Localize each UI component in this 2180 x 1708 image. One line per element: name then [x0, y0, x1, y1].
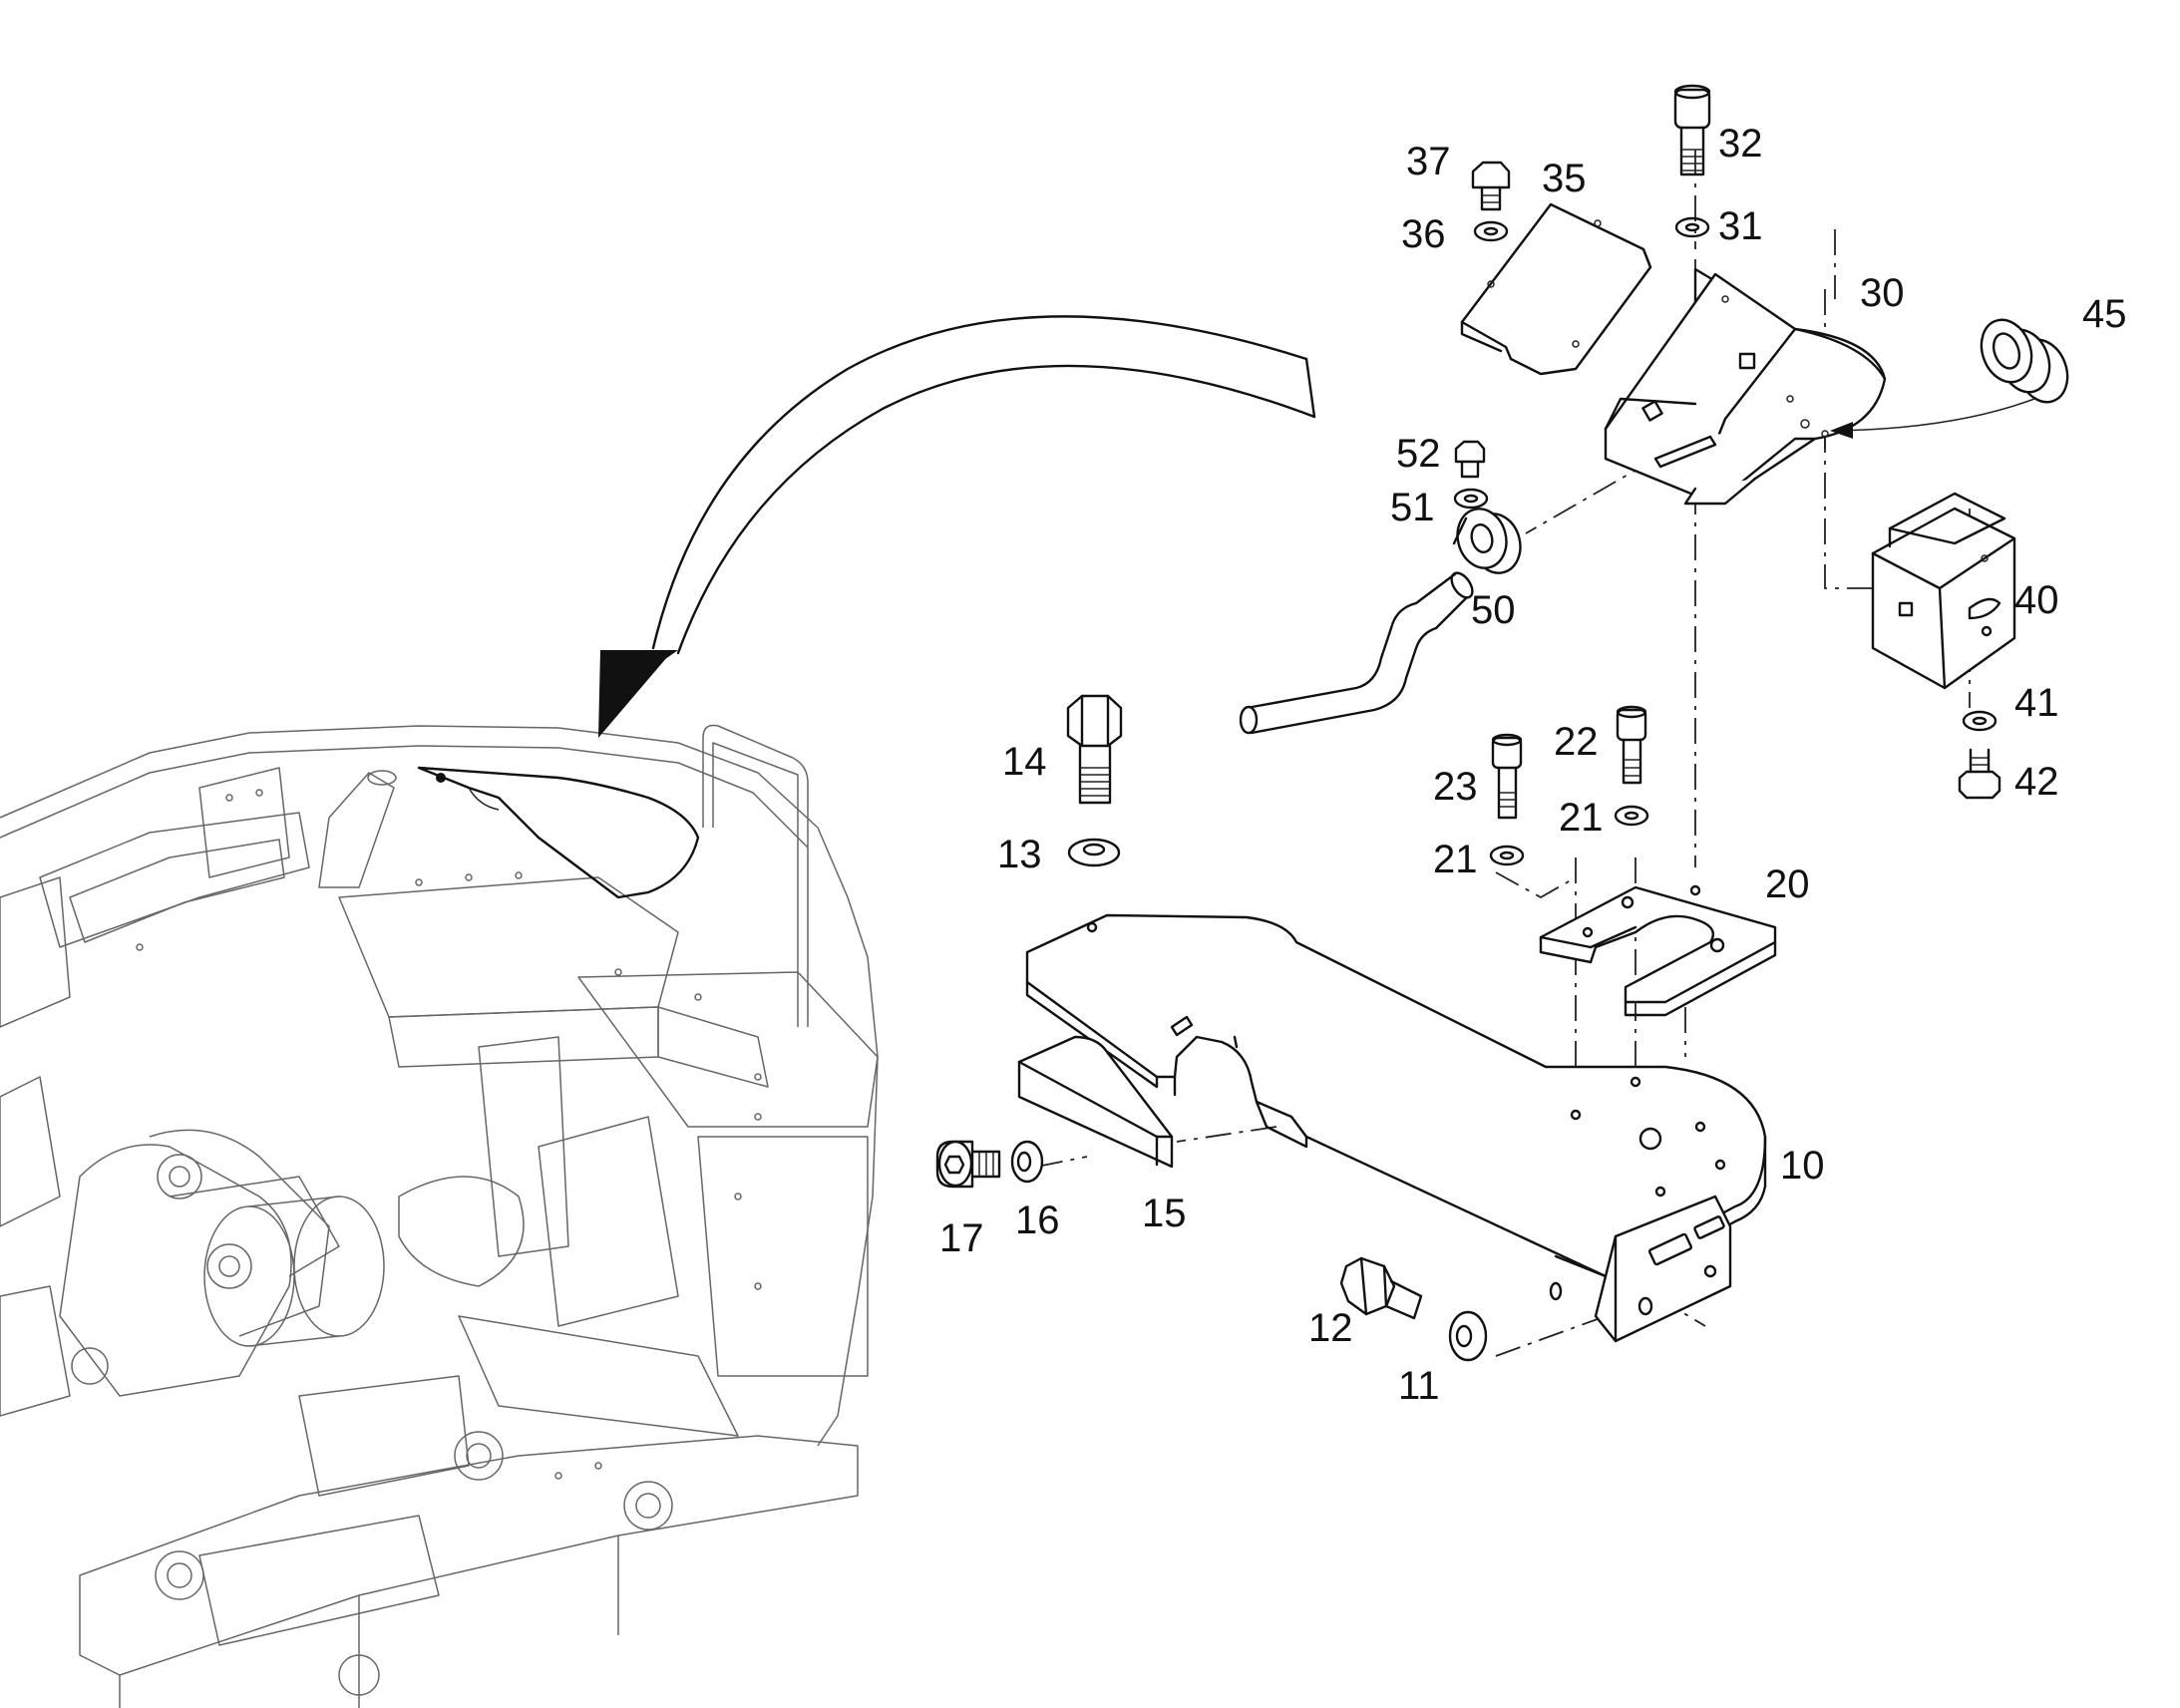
label-21b: 21	[1559, 796, 1604, 840]
label-15: 15	[1142, 1192, 1187, 1235]
grommet-45	[1830, 318, 2069, 439]
label-35: 35	[1542, 157, 1587, 200]
screw-52	[1454, 440, 1486, 479]
bolt-12	[1339, 1256, 1423, 1320]
washer-36	[1473, 220, 1509, 242]
switch-box-40	[1871, 492, 2016, 690]
label-22: 22	[1554, 720, 1599, 764]
cover-plate-35	[1460, 202, 1652, 376]
label-10: 10	[1780, 1144, 1825, 1188]
slotted-plate-20	[1539, 884, 1777, 1017]
label-32: 32	[1718, 122, 1763, 166]
bolt-14	[1066, 694, 1123, 805]
wedge-plate-15	[1017, 1035, 1174, 1169]
label-31: 31	[1718, 204, 1763, 248]
screw-32	[1673, 84, 1711, 176]
support-arm-10	[1025, 913, 1767, 1343]
label-30: 30	[1860, 271, 1905, 315]
label-36: 36	[1401, 212, 1446, 256]
installation-direction-arrow	[598, 315, 1316, 738]
bolt-37	[1471, 161, 1511, 211]
label-41: 41	[2014, 681, 2059, 725]
washer-11	[1448, 1310, 1488, 1362]
clamp-50	[1452, 508, 1522, 574]
label-42: 42	[2014, 760, 2059, 804]
label-52: 52	[1396, 432, 1441, 476]
washer-51	[1453, 488, 1489, 510]
label-45: 45	[2082, 292, 2127, 336]
washer-13	[1067, 838, 1121, 867]
washer-41	[1962, 710, 1998, 732]
bracket-30	[1604, 267, 1887, 506]
label-11: 11	[1398, 1364, 1440, 1408]
label-12: 12	[1308, 1306, 1353, 1350]
washer-21a	[1489, 845, 1525, 866]
label-50: 50	[1471, 588, 1516, 632]
label-40: 40	[2014, 578, 2059, 622]
label-21a: 21	[1433, 838, 1478, 881]
part-number-labels: 32 37 35 36 31 30 45 52 51 50 40 41 42 1…	[939, 122, 2127, 1408]
label-23: 23	[1433, 765, 1478, 809]
label-16: 16	[1015, 1198, 1060, 1242]
label-17: 17	[939, 1216, 984, 1260]
hose	[1239, 571, 1474, 735]
screw-17	[935, 1140, 1001, 1189]
screw-22	[1616, 705, 1647, 785]
washer-21b	[1614, 805, 1649, 827]
label-13: 13	[997, 833, 1042, 876]
machine-frame-assembly	[0, 724, 879, 1708]
bolt-42	[1958, 748, 2001, 800]
label-14: 14	[1002, 740, 1047, 784]
washer-16	[1010, 1140, 1044, 1184]
washer-31	[1674, 216, 1710, 238]
label-37: 37	[1406, 140, 1451, 183]
screw-23	[1491, 733, 1523, 820]
label-51: 51	[1390, 486, 1435, 529]
label-20: 20	[1765, 862, 1810, 906]
